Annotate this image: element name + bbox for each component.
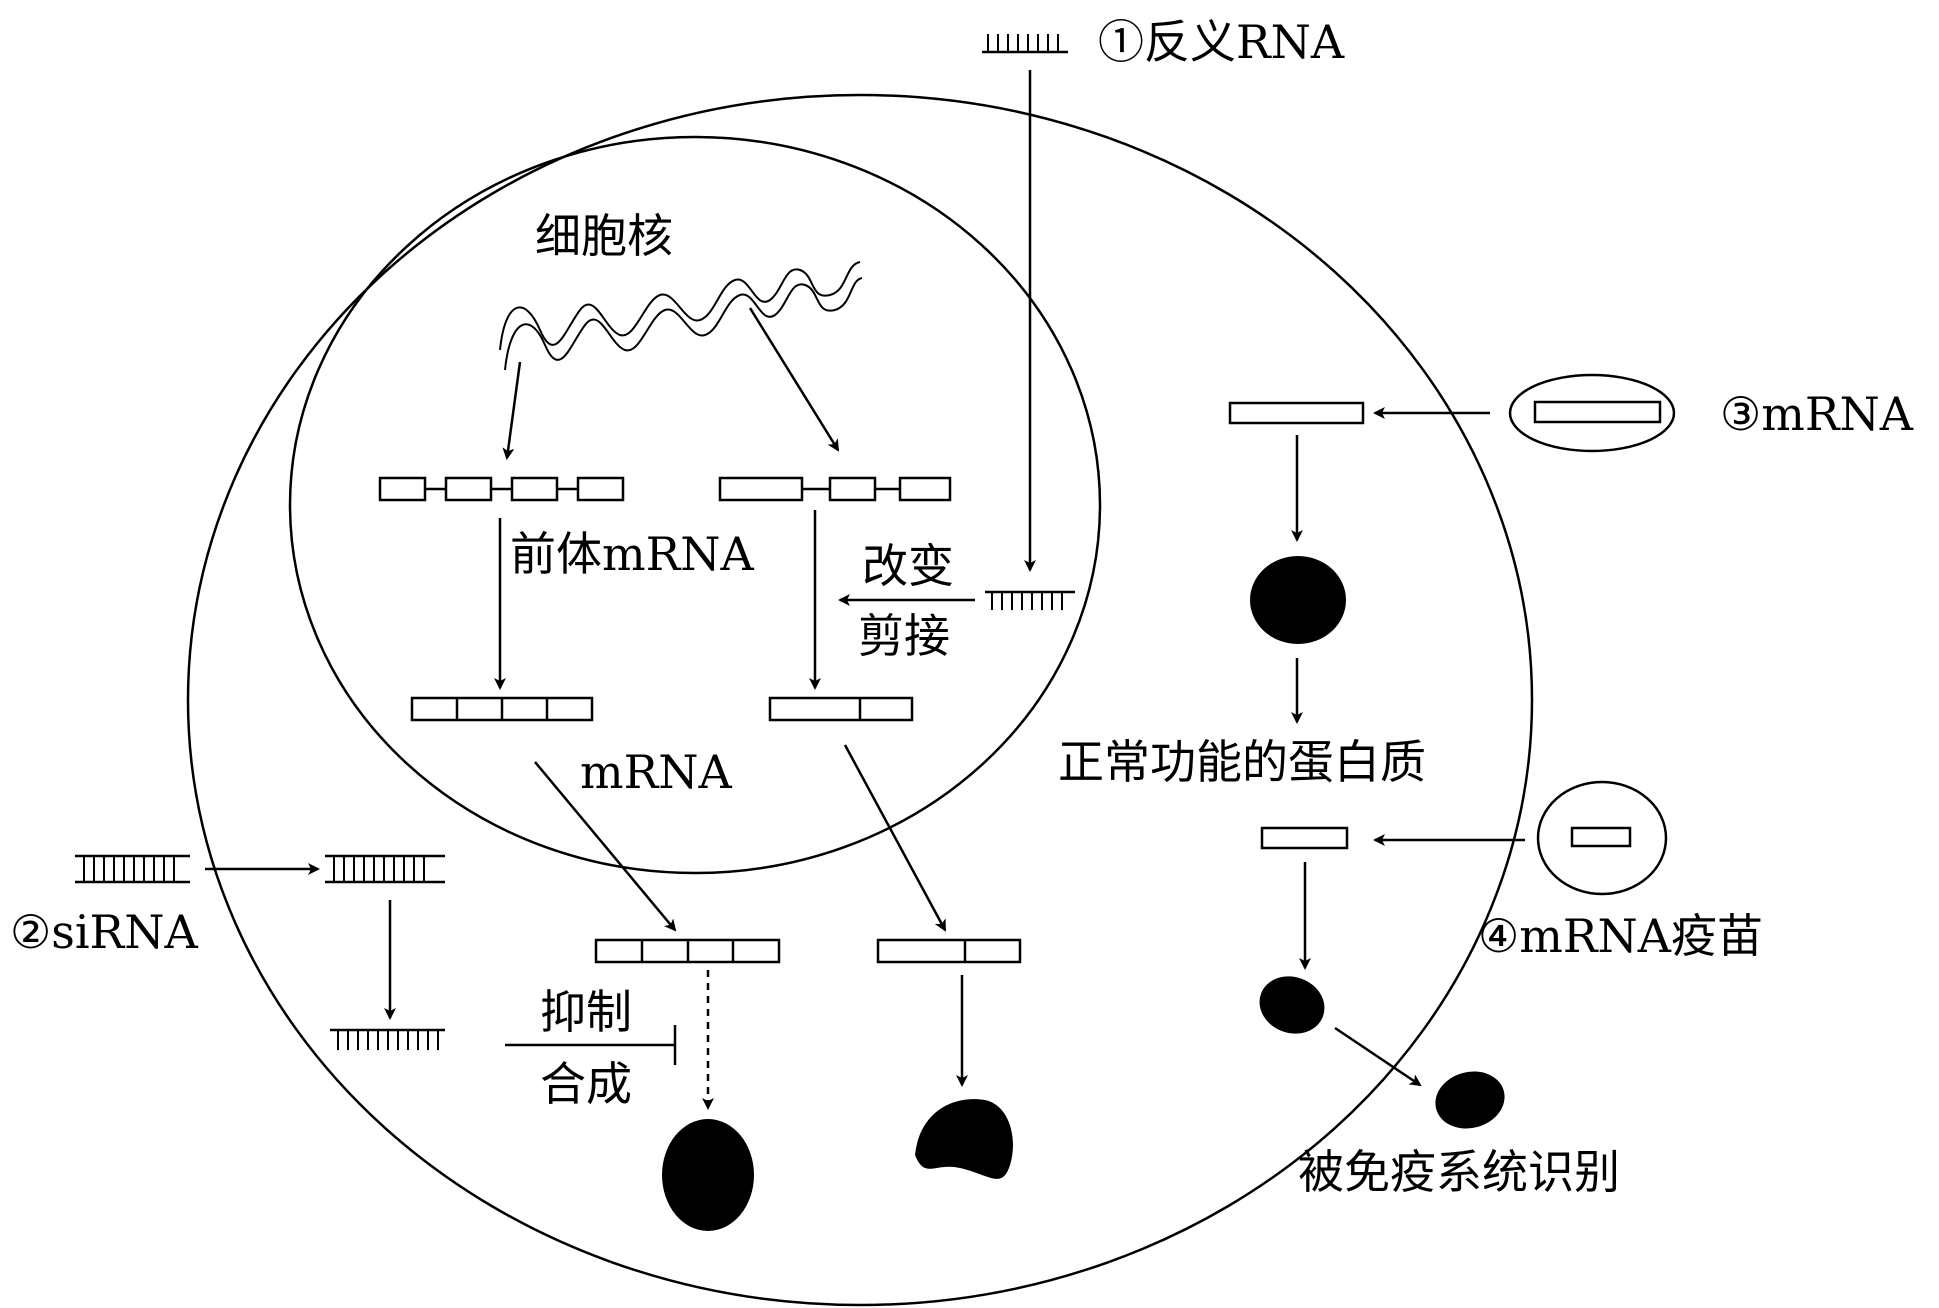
mrna-right-nucleus <box>768 696 914 722</box>
vaccine-vesicle <box>1536 780 1668 896</box>
vaccine-protein-blob <box>1259 976 1325 1034</box>
protein-blob-blocked <box>662 1119 754 1231</box>
sirna-label: ②siRNA <box>10 905 198 959</box>
mrna-left-cytoplasm <box>594 938 781 964</box>
mrna3-in-cell <box>1228 401 1365 425</box>
pre-mrna-right <box>718 476 952 502</box>
nucleus-label: 细胞核 <box>535 209 673 263</box>
arrow-export-left <box>534 761 677 932</box>
normal-protein-blob <box>1250 556 1346 644</box>
cell-membrane <box>186 93 1534 1307</box>
protein-blob-altered <box>915 1099 1013 1179</box>
mrna3-vesicle <box>1508 373 1676 453</box>
vaccine-mrna-in-vesicle <box>1570 826 1632 848</box>
nucleus-envelope <box>288 135 1102 875</box>
normal-protein-label: 正常功能的蛋白质 <box>1058 735 1426 789</box>
mrna-nucleus-label: mRNA <box>580 745 733 799</box>
change-label: 改变 <box>862 539 954 593</box>
pre-mrna-label: 前体mRNA <box>510 527 755 581</box>
antisense-rna-label: ①反义RNA <box>1098 15 1345 69</box>
arrow-to-immune <box>1334 1026 1422 1087</box>
sirna-duplex-inside <box>325 854 445 884</box>
arrow-dna-to-premrna-right <box>748 307 840 452</box>
mrna3-in-vesicle <box>1533 400 1662 424</box>
immune-protein-blob <box>1435 1071 1505 1129</box>
pre-mrna-left <box>378 476 625 502</box>
mrna-left-nucleus <box>410 696 594 722</box>
vaccine-mrna-in-cell <box>1260 826 1349 850</box>
vaccine-label: ④mRNA疫苗 <box>1478 909 1763 963</box>
sirna-single-strand <box>330 1028 445 1050</box>
dna-strand-1 <box>499 261 861 351</box>
sirna-duplex-outside <box>75 854 190 884</box>
mrna3-label: ③mRNA <box>1720 387 1914 441</box>
immune-recognized-label: 被免疫系统识别 <box>1298 1145 1620 1199</box>
antisense-rna-glyph-inside <box>985 590 1075 610</box>
arrow-dna-to-premrna-left <box>502 361 522 460</box>
arrow-export-right <box>843 744 947 932</box>
synthesis-label: 合成 <box>540 1057 632 1111</box>
splicing-label: 剪接 <box>858 609 950 663</box>
mrna-right-cytoplasm <box>876 938 1022 964</box>
inhibit-bar-arrow <box>505 1025 677 1065</box>
dna-strand-2 <box>504 277 863 371</box>
antisense-rna-glyph-outside <box>982 34 1068 54</box>
inhibit-label: 抑制 <box>540 985 632 1039</box>
